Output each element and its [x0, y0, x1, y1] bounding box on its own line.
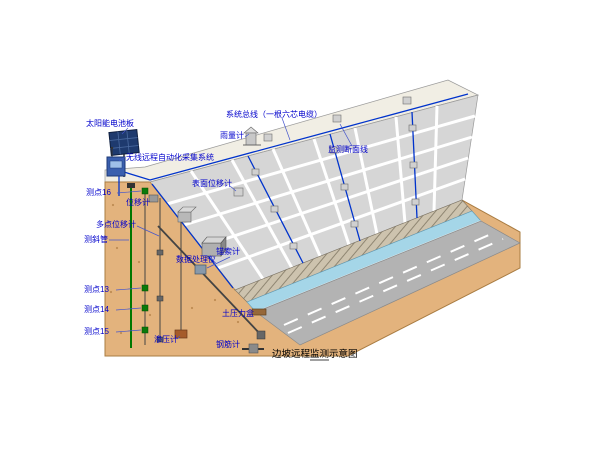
system-bus-cable: [123, 93, 469, 181]
texture-dot: [190, 306, 194, 310]
marker-cube: [408, 124, 417, 132]
crest-marker-cube: [402, 96, 412, 105]
soil-texture: [109, 203, 312, 352]
marker-cube: [350, 220, 359, 228]
marker-cube: [329, 146, 338, 154]
texture-dot: [111, 203, 115, 207]
label-point-16: 测点16: [86, 188, 111, 197]
road-dash-line: [287, 238, 504, 334]
box-top: [177, 206, 197, 213]
anchor-cable-meter-box: [194, 264, 207, 275]
marker-cube: [251, 168, 260, 176]
label-earth-pressure-cell: 土压力盒: [222, 308, 254, 318]
solar-panel-grid: [109, 130, 139, 155]
label-rebar-meter: 钢筋计: [216, 339, 240, 349]
labels: 太阳能电池板 系统总线（一根六芯电缆） 雨量计 监测断面线 无线远程自动化采集系…: [84, 109, 368, 349]
texture-dot: [148, 313, 152, 317]
leader-lines: [109, 117, 353, 340]
crest-marker-cube: [263, 133, 273, 142]
label-surface-displacement: 表面位移计: [192, 178, 232, 188]
multipoint-head-box: [177, 206, 197, 223]
texture-dot: [308, 348, 312, 352]
point-15-marker: [141, 326, 149, 334]
marker-cube: [411, 198, 420, 206]
box-front: [177, 211, 192, 223]
earth-pressure-cell-symbol: [251, 308, 267, 316]
slope-grid-lines: [166, 105, 476, 280]
label-rain-gauge: 雨量计: [220, 130, 244, 140]
road-dash-line: [283, 230, 499, 326]
texture-dot: [213, 298, 217, 302]
label-solar-panel: 太阳能电池板: [86, 118, 134, 128]
label-point-13: 测点13: [84, 285, 109, 294]
anchor-cable-line: [157, 225, 263, 337]
marker-cube: [270, 205, 279, 213]
multipoint-anchor: [156, 249, 164, 256]
label-point-15: 测点15: [84, 327, 109, 336]
label-section-line: 监测断面线: [328, 144, 368, 154]
seepage-meter-symbol: [174, 329, 188, 339]
anchor-end-plate: [256, 330, 266, 340]
acquisition-screen: [109, 160, 123, 169]
label-wireless-system: 无线远程自动化采集系统: [126, 152, 214, 162]
multipoint-anchor: [156, 295, 164, 302]
point-14-marker: [141, 304, 149, 312]
measure-point-markers: [141, 187, 149, 334]
multipoint-anchor: [156, 336, 164, 343]
point-13-marker: [141, 284, 149, 292]
label-anchor-cable-meter: 锚索计: [216, 246, 240, 256]
rebar-meter-symbol: [242, 343, 264, 354]
antenna-tip: [110, 146, 114, 150]
inclinometer-cap: [127, 183, 135, 188]
surface-displacement-marker: [233, 187, 244, 197]
acquisition-unit: [106, 146, 126, 177]
rebar-meter-box: [248, 343, 259, 354]
texture-dot: [119, 331, 123, 335]
point-16-marker: [141, 187, 149, 195]
label-data-processor: 数据处理仪: [176, 254, 216, 264]
cut-section-cable: [151, 183, 234, 289]
rain-gauge-funnel: [243, 126, 259, 134]
crest-marker-cube: [332, 114, 342, 123]
road: [255, 220, 521, 346]
texture-dot: [115, 246, 119, 250]
label-seepage-meter: 渗压计: [154, 334, 178, 344]
marker-cube: [409, 161, 418, 169]
texture-dot: [236, 320, 240, 324]
rain-gauge: [243, 126, 261, 146]
data-processor-box: [201, 236, 227, 257]
texture-dot: [109, 290, 113, 294]
processor-side: [220, 236, 227, 257]
label-point-14: 测点14: [84, 305, 109, 314]
displacement-meter-box: [148, 194, 159, 203]
label-displacement-meter: 位移计: [126, 197, 150, 207]
marker-cube: [289, 242, 298, 250]
road-markings: [283, 230, 504, 334]
label-inclinometer-tube: 测斜管: [84, 234, 108, 244]
multipoint-anchors: [156, 249, 164, 343]
texture-dot: [137, 260, 141, 264]
caption: 边坡远程监测示意图: [272, 348, 358, 360]
label-system-bus: 系统总线（一根六芯电缆）: [226, 109, 322, 119]
monitoring-markers: [233, 96, 420, 250]
label-multipoint-displacement: 多点位移计: [96, 219, 136, 229]
solar-panel: [108, 129, 140, 156]
marker-cube: [340, 183, 349, 191]
